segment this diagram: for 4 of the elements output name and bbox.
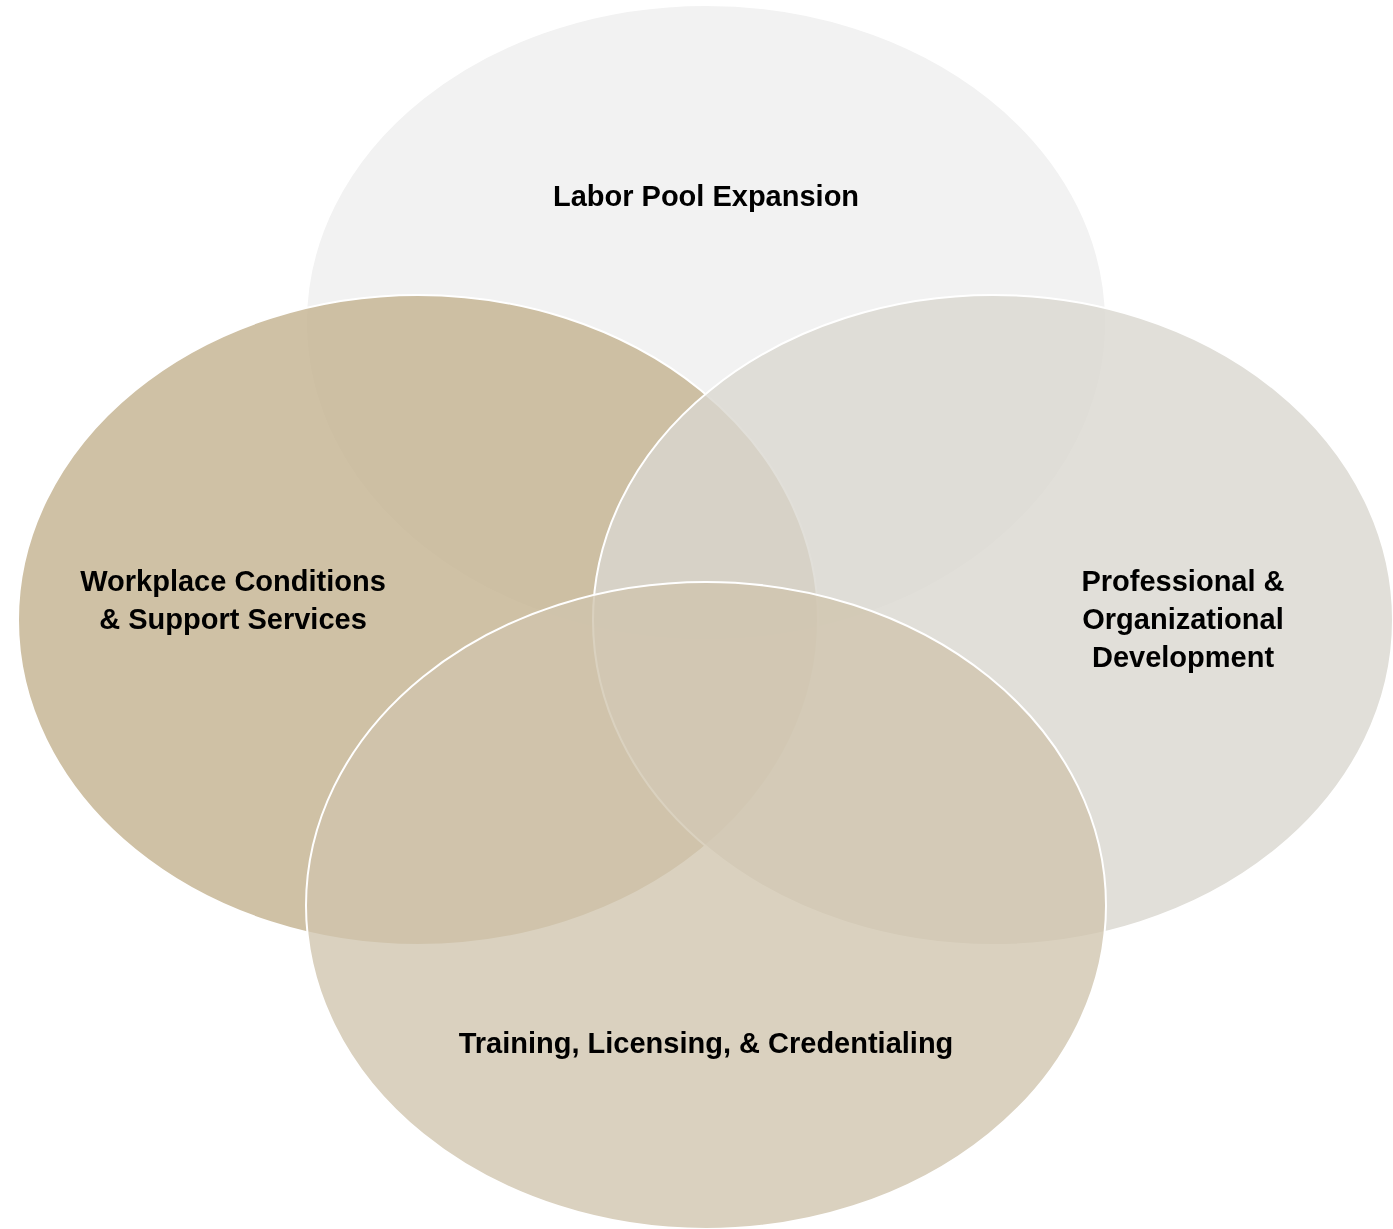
set-label: Labor Pool Expansion — [551, 179, 861, 214]
set-label: Training, Licensing, & Credentialing — [457, 1026, 955, 1061]
set-label: Workplace Conditions & Support Services — [79, 564, 387, 637]
set-label: Professional & Organizational Development — [1080, 564, 1286, 675]
